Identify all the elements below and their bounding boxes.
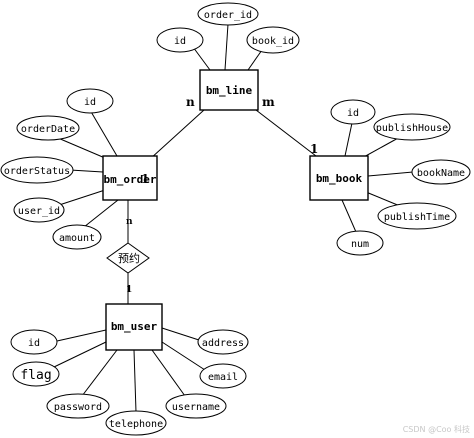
relationship-group: 预约 (106, 242, 150, 274)
bm-book-group: bm_book id publishHouse bookName publish… (309, 99, 471, 256)
bm-user-group: bm_user id flag password telephone usern… (10, 303, 249, 436)
entity-bm-line (199, 69, 259, 111)
attr-bm-user-telephone-label: telephone (109, 419, 163, 430)
entity-bm-order-label: bm_order (104, 173, 157, 186)
attr-bm-line-order_id (197, 2, 259, 26)
attr-bm-order-user_id (13, 197, 65, 223)
attr-bm-book-num-label: num (351, 239, 369, 250)
entity-bm-user-label: bm_user (111, 320, 158, 333)
edge-book-id (344, 122, 353, 157)
cardinality-book-line: 1 (310, 142, 318, 156)
attr-bm-line-order_id-label: order_id (204, 10, 252, 21)
bm-order-group: bm_order id orderDate orderStatus user_i… (0, 88, 158, 250)
cardinality-order-on-box: 1 (141, 172, 149, 186)
attr-bm-order-orderStatus (0, 156, 74, 184)
cardinality-order-rel: n (126, 217, 133, 227)
cardinality-labels: n m 1 1 n 1 (126, 95, 318, 295)
attr-bm-book-publishTime-label: publishTime (384, 212, 450, 223)
attr-bm-order-orderDate (16, 115, 80, 141)
edges (49, 23, 414, 413)
edge-order-orderDate (57, 137, 106, 159)
attr-bm-book-publishHouse (373, 113, 451, 141)
entity-bm-line-label: bm_line (206, 84, 253, 97)
edge-order-orderStatus (69, 169, 104, 173)
entity-bm-book (309, 155, 369, 201)
attr-bm-book-num (336, 230, 384, 256)
attr-bm-order-amount (52, 224, 102, 250)
attr-bm-user-email-label: email (208, 372, 238, 383)
edge-order-id (89, 109, 118, 157)
attr-bm-line-id-label: id (174, 36, 186, 47)
attr-bm-order-user_id-label: user_id (18, 206, 60, 217)
edge-line-book (255, 109, 317, 157)
edge-user-flag (53, 341, 107, 368)
attr-bm-order-id (66, 88, 114, 114)
attr-bm-book-bookName (411, 159, 471, 185)
bm-line-group: bm_line order_id id book_id (156, 2, 300, 111)
edge-user-username (151, 349, 186, 397)
edge-line-id (192, 46, 211, 71)
attr-bm-user-username-label: username (172, 402, 220, 413)
edge-book-publishHouse (361, 136, 401, 159)
attr-bm-user-id (10, 329, 58, 355)
attr-bm-user-flag (12, 361, 60, 387)
attr-bm-order-orderStatus-label: orderStatus (4, 166, 70, 177)
attr-bm-book-publishTime (377, 202, 457, 230)
edge-user-id (56, 329, 107, 342)
attr-bm-user-username (165, 393, 227, 419)
attr-bm-user-flag-label: flag (20, 368, 51, 383)
edge-book-num (341, 199, 357, 233)
relationship-label: 预约 (118, 252, 140, 265)
cardinality-order-line: n (186, 95, 195, 109)
attr-bm-user-telephone (105, 410, 167, 436)
attr-bm-line-id (156, 27, 204, 53)
edge-user-email (161, 341, 206, 371)
edge-user-address (161, 327, 203, 342)
edge-book-publishTime (365, 191, 401, 207)
entity-bm-book-label: bm_book (316, 172, 363, 185)
edge-user-password (81, 349, 118, 397)
attr-bm-order-amount-label: amount (59, 233, 95, 244)
attr-bm-book-bookName-label: bookName (417, 168, 465, 179)
watermark: CSDN @Coo 科技 (403, 424, 470, 434)
attr-bm-user-address-label: address (202, 338, 244, 349)
relationship-diamond (106, 242, 150, 274)
attr-bm-book-publishHouse-label: publishHouse (376, 123, 448, 134)
edge-user-telephone (133, 349, 137, 413)
entity-bm-user (105, 303, 163, 351)
edge-book-bookName (367, 171, 414, 177)
attr-bm-user-id-label: id (28, 338, 40, 349)
edge-line-order_id (224, 23, 229, 71)
attr-bm-line-book_id-label: book_id (252, 36, 294, 47)
attr-bm-line-book_id (246, 26, 300, 54)
attr-bm-book-id (330, 99, 376, 125)
attr-bm-user-email (199, 363, 247, 389)
entity-bm-order (102, 155, 158, 201)
cardinality-line-book: m (262, 95, 275, 109)
edge-line-book_id (247, 49, 263, 71)
cardinality-user-rel: 1 (126, 285, 132, 295)
edge-order-line (149, 109, 205, 160)
attr-bm-user-password-label: password (54, 402, 102, 413)
attr-bm-order-orderDate-label: orderDate (21, 124, 75, 135)
attr-bm-order-id-label: id (84, 97, 96, 108)
edge-order-amount (83, 199, 119, 228)
attr-bm-user-address (197, 329, 249, 355)
attr-bm-user-password (46, 393, 110, 419)
attr-bm-book-id-label: id (347, 108, 359, 119)
